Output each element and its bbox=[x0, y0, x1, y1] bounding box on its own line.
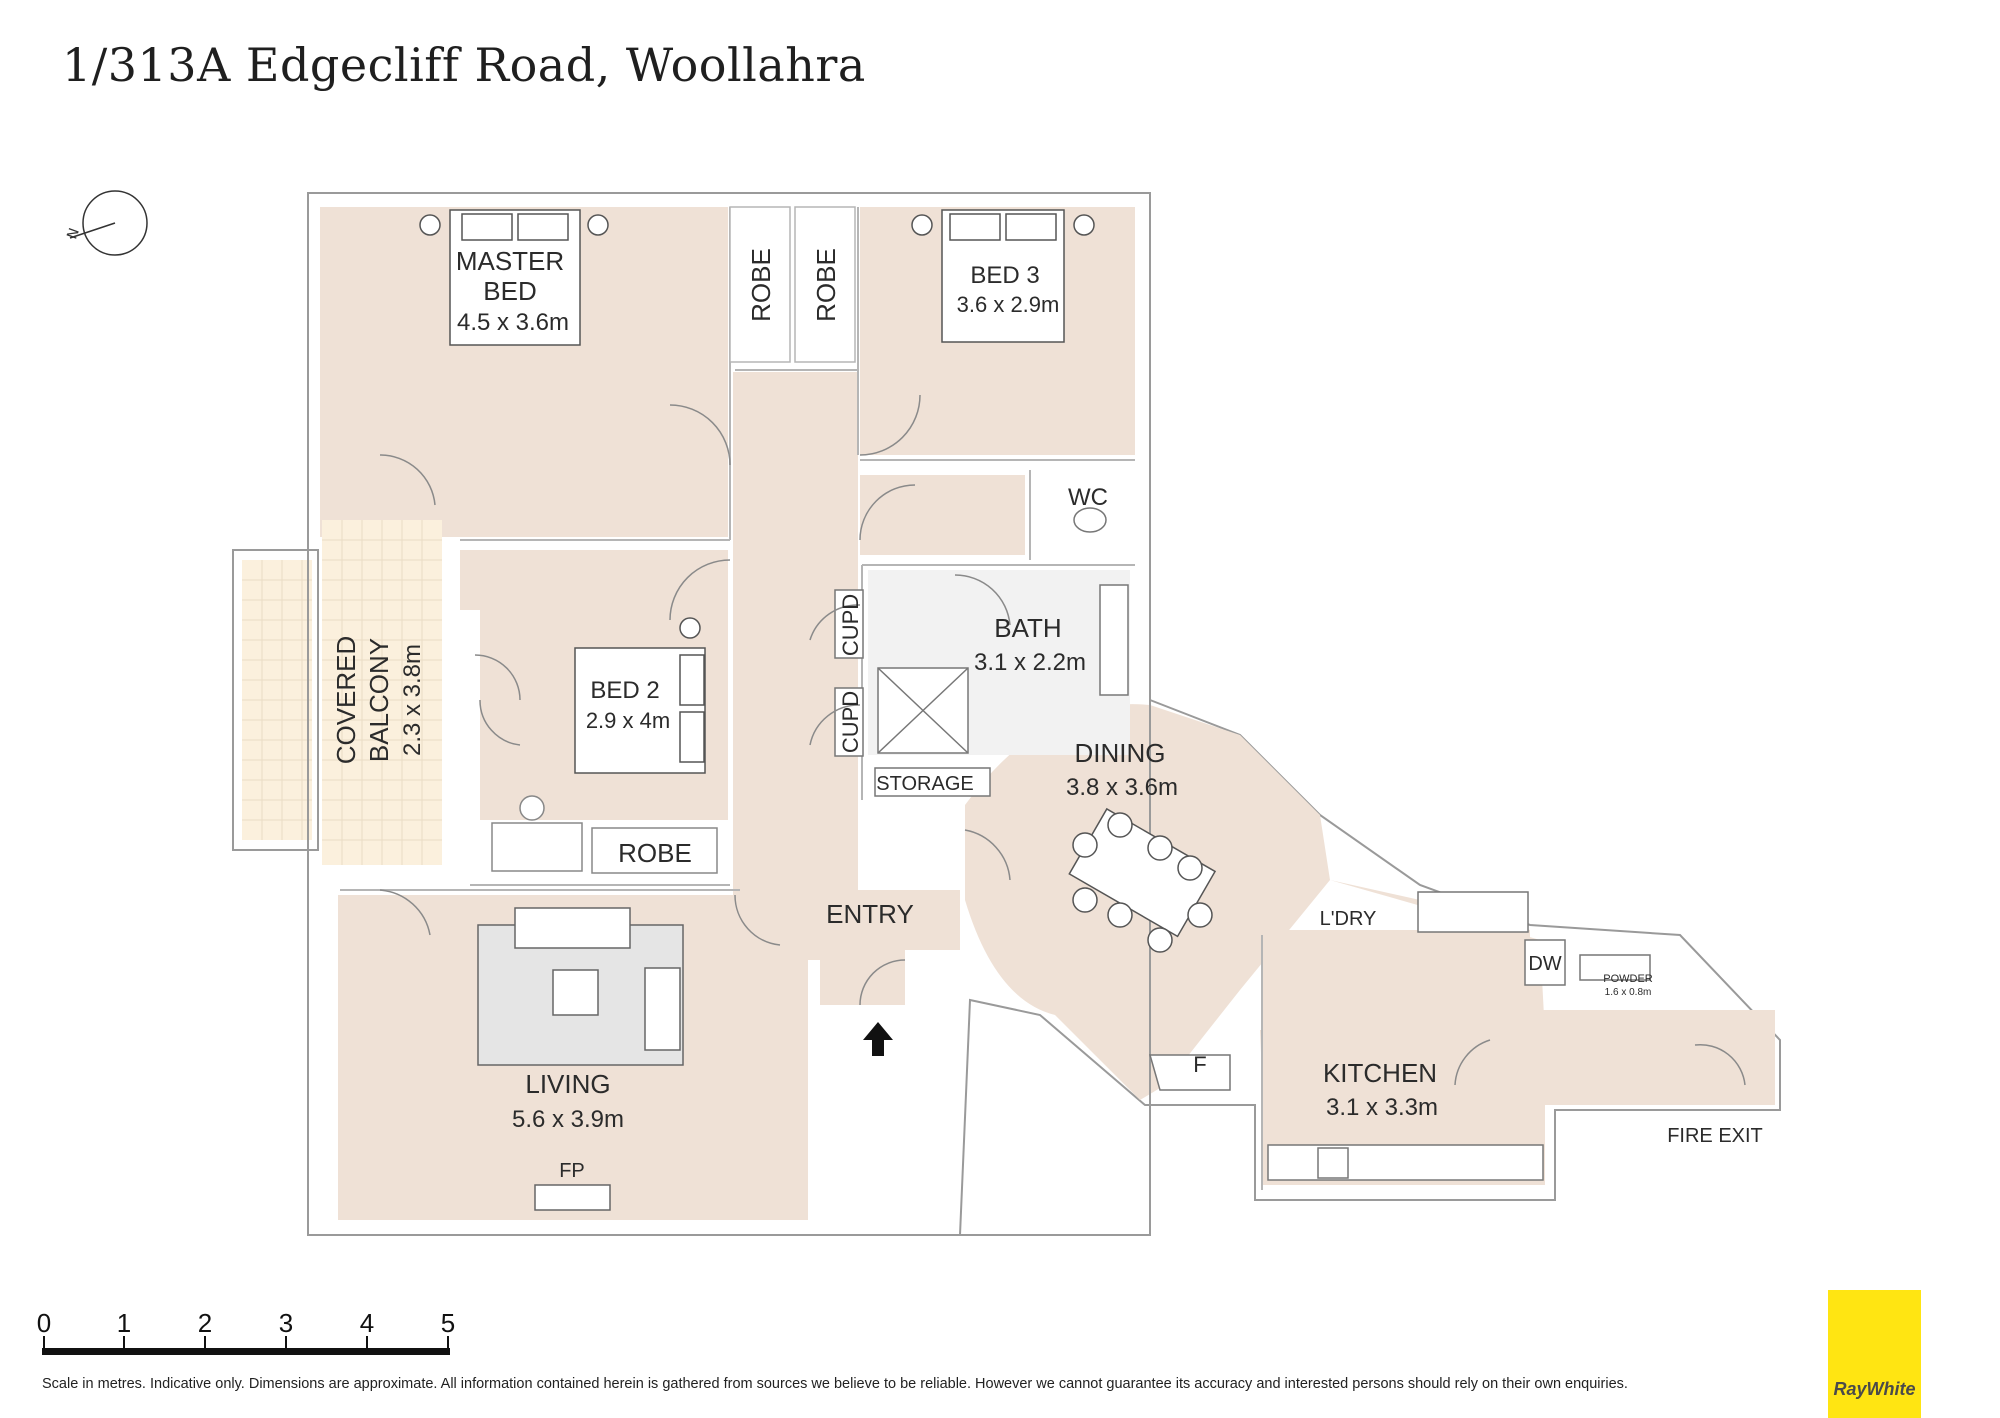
interior-walls bbox=[307, 192, 1263, 1236]
compass-icon: N bbox=[64, 190, 148, 256]
disclaimer-text: Scale in metres. Indicative only. Dimens… bbox=[42, 1376, 1628, 1392]
robe-2-label: ROBE bbox=[811, 248, 841, 322]
robe-3-label: ROBE bbox=[618, 838, 692, 868]
dining-table bbox=[1068, 807, 1217, 953]
laundry-label: L'DRY bbox=[1320, 908, 1377, 930]
powder-name: POWDER bbox=[1603, 973, 1653, 985]
scale-tick-4: 4 bbox=[359, 1308, 375, 1338]
covered-balcony-tiles bbox=[242, 520, 442, 865]
bed2-furniture bbox=[574, 617, 706, 774]
master-bed-name-1: MASTER bbox=[456, 246, 564, 276]
bed2-size: 2.9 x 4m bbox=[586, 708, 670, 733]
scale-tick-3: 3 bbox=[278, 1308, 294, 1338]
kitchen-fixtures bbox=[1149, 891, 1651, 1181]
dining-size: 3.8 x 3.6m bbox=[1066, 774, 1178, 801]
living-furniture bbox=[477, 907, 684, 1211]
bed2-desk-robe bbox=[491, 795, 718, 874]
compass-north-label: N bbox=[64, 226, 83, 241]
dw-label: DW bbox=[1528, 953, 1561, 975]
bed2-name: BED 2 bbox=[590, 677, 659, 704]
scale-tick-5: 5 bbox=[440, 1308, 456, 1338]
fireplace-label: FP bbox=[559, 1160, 585, 1182]
bed3-name: BED 3 bbox=[970, 262, 1039, 289]
bath-fixtures bbox=[834, 507, 1129, 797]
wc-name: WC bbox=[1068, 484, 1108, 511]
bed3-size: 3.6 x 2.9m bbox=[957, 292, 1060, 317]
balcony-name-1: COVERED bbox=[331, 636, 361, 765]
door-swings bbox=[379, 394, 1746, 1086]
entry-arrow-icon bbox=[863, 1022, 893, 1056]
scale-tick-0: 0 bbox=[36, 1308, 52, 1338]
kitchen-name: KITCHEN bbox=[1323, 1058, 1437, 1088]
bed3-furniture bbox=[911, 209, 1095, 343]
storage-label: STORAGE bbox=[876, 773, 973, 795]
scale-bar bbox=[42, 1336, 450, 1355]
master-bed-furniture bbox=[419, 209, 609, 346]
robes-bed-hall: ROBE ROBE bbox=[729, 206, 856, 363]
balcony-name-2: BALCONY bbox=[364, 638, 394, 762]
robe-1-label: ROBE bbox=[746, 248, 776, 322]
entry-name: ENTRY bbox=[826, 899, 914, 929]
scale-tick-1: 1 bbox=[116, 1308, 132, 1338]
living-name: LIVING bbox=[525, 1069, 610, 1099]
cupd-1-label: CUPD bbox=[838, 594, 863, 656]
master-bed-size: 4.5 x 3.6m bbox=[457, 309, 569, 336]
fire-exit-label: FIRE EXIT bbox=[1667, 1125, 1763, 1147]
balcony-size: 2.3 x 3.8m bbox=[399, 644, 426, 756]
dining-name: DINING bbox=[1075, 738, 1166, 768]
powder-size: 1.6 x 0.8m bbox=[1605, 987, 1652, 998]
floor-areas bbox=[320, 207, 1775, 1220]
brand-logo: RayWhite bbox=[1828, 1290, 1921, 1418]
brand-name: RayWhite bbox=[1833, 1379, 1916, 1399]
scale-tick-2: 2 bbox=[197, 1308, 213, 1338]
living-size: 5.6 x 3.9m bbox=[512, 1106, 624, 1133]
fridge-label: F bbox=[1193, 1052, 1206, 1077]
bath-name: BATH bbox=[994, 613, 1061, 643]
kitchen-size: 3.1 x 3.3m bbox=[1326, 1094, 1438, 1121]
cupd-2-label: CUPD bbox=[838, 691, 863, 753]
page-title: 1/313A Edgecliff Road, Woollahra bbox=[62, 38, 866, 92]
bath-size: 3.1 x 2.2m bbox=[974, 649, 1086, 676]
master-bed-name-2: BED bbox=[483, 276, 536, 306]
